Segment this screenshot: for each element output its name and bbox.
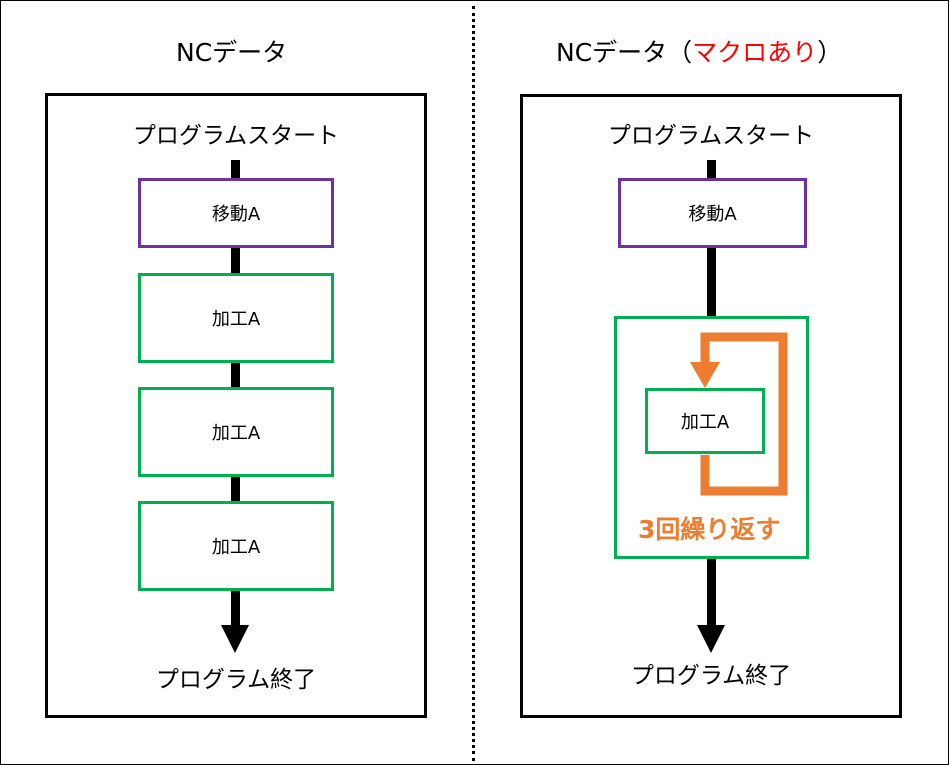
left-process-label-1: 加工A <box>211 309 261 330</box>
left-arrowhead <box>221 625 249 653</box>
left-title: NCデータ <box>176 38 288 67</box>
right-arrowhead <box>697 625 725 653</box>
right-move-box: 移動A <box>618 178 807 248</box>
right-move-label: 移動A <box>688 204 737 225</box>
left-process-box-2: 加工A <box>138 387 334 477</box>
left-process-box-3: 加工A <box>138 501 334 591</box>
left-panel <box>45 93 427 718</box>
right-process-box: 加工A <box>645 388 765 454</box>
left-process-box-1: 加工A <box>138 273 334 363</box>
right-end-label: プログラム終了 <box>630 663 792 689</box>
loop-arrowhead <box>690 362 720 388</box>
left-end-label: プログラム終了 <box>155 667 317 693</box>
left-start-label: プログラムスタート <box>132 123 340 149</box>
right-title-prefix: NCデータ（ <box>556 38 693 67</box>
right-title-suffix: ） <box>817 38 843 67</box>
repeat-label: 3回繰り返す <box>638 515 781 544</box>
left-process-label-2: 加工A <box>211 423 261 444</box>
right-process-label: 加工A <box>680 412 730 433</box>
loop-path <box>700 332 788 496</box>
dotted-divider <box>472 6 475 761</box>
left-move-box: 移動A <box>138 178 334 248</box>
left-process-label-3: 加工A <box>211 537 261 558</box>
right-title-highlight: マクロあり <box>692 38 818 67</box>
right-panel <box>520 94 902 718</box>
right-title: NCデータ（マクロあり） <box>556 33 842 69</box>
right-start-label: プログラムスタート <box>607 123 815 149</box>
left-move-label: 移動A <box>211 204 261 225</box>
